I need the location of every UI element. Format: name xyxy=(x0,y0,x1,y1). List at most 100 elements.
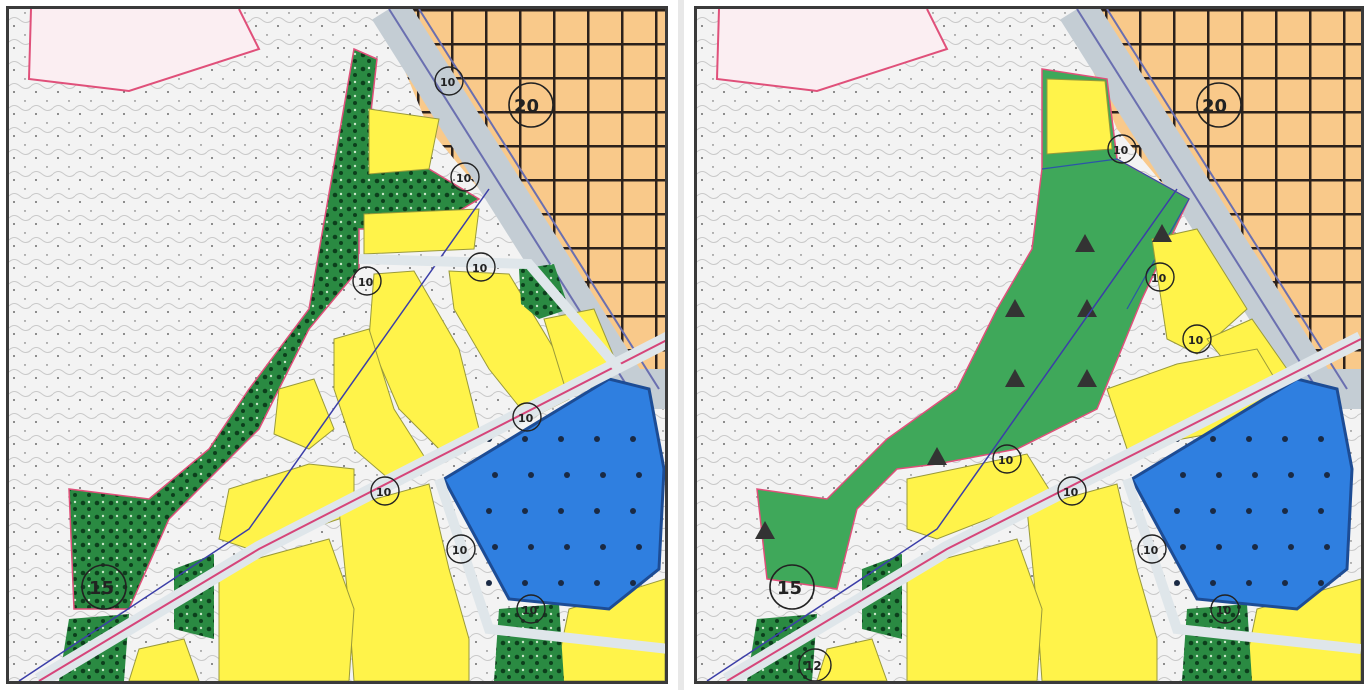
dot-marker-icon xyxy=(564,544,570,550)
svg-text:10: 10 xyxy=(440,76,456,89)
dot-marker-icon xyxy=(528,472,534,478)
dot-marker-icon xyxy=(1216,472,1222,478)
dot-marker-icon xyxy=(1288,544,1294,550)
road-width-label-10e: 10 xyxy=(1057,476,1087,506)
svg-text:10: 10 xyxy=(1188,334,1204,347)
svg-text:10: 10 xyxy=(452,544,468,557)
dot-marker-icon xyxy=(600,472,606,478)
road-width-label-10g: 10 xyxy=(434,66,464,96)
svg-text:10: 10 xyxy=(456,172,472,185)
svg-text:15: 15 xyxy=(89,578,114,599)
triangle-marker-icon xyxy=(1005,369,1025,387)
residential-parcel xyxy=(906,538,1043,681)
local-road xyxy=(1122,477,1361,654)
svg-text:10: 10 xyxy=(1143,544,1159,557)
dot-marker-icon xyxy=(1318,508,1324,514)
dot-marker-icon xyxy=(1252,472,1258,478)
road-width-label-10c: 10 xyxy=(1182,324,1212,354)
dot-marker-icon xyxy=(1318,580,1324,586)
road-width-label-10a: 10 xyxy=(1107,134,1137,164)
svg-text:10: 10 xyxy=(518,412,534,425)
road-width-label-20: 20 xyxy=(1196,82,1242,128)
svg-text:10: 10 xyxy=(1063,486,1079,499)
road-width-label-10c: 10 xyxy=(512,402,542,432)
panel-divider xyxy=(678,0,684,690)
dot-marker-icon xyxy=(558,580,564,586)
dot-marker-icon xyxy=(594,508,600,514)
residential-parcel xyxy=(363,208,480,255)
dot-marker-icon xyxy=(630,508,636,514)
dot-marker-icon xyxy=(1324,544,1330,550)
right-map: 20 15 12 10 10 10 10 10 10 10 xyxy=(697,9,1361,681)
svg-text:10: 10 xyxy=(1216,604,1232,617)
road-width-label-10d: 10 xyxy=(370,476,400,506)
dot-marker-icon xyxy=(1246,508,1252,514)
triangle-marker-icon xyxy=(1077,369,1097,387)
local-road xyxy=(358,254,623,373)
svg-text:20: 20 xyxy=(514,96,539,117)
dot-marker-icon xyxy=(1318,436,1324,442)
triangle-marker-icon xyxy=(1075,234,1095,252)
svg-text:12: 12 xyxy=(805,659,822,673)
residential-parcel xyxy=(816,638,888,681)
dot-marker-icon xyxy=(564,472,570,478)
dot-marker-icon xyxy=(600,544,606,550)
dot-marker-icon xyxy=(486,508,492,514)
dot-marker-icon xyxy=(636,472,642,478)
left-map: 20 15 10 10 10 10 10 10 10 10 xyxy=(9,9,665,681)
svg-text:15: 15 xyxy=(777,578,802,599)
dot-marker-icon xyxy=(1210,580,1216,586)
water-reservoir-zone xyxy=(442,377,665,611)
green-space-area xyxy=(1182,604,1252,681)
dot-marker-icon xyxy=(1246,436,1252,442)
dot-marker-icon xyxy=(558,508,564,514)
road-width-label-10b: 10 xyxy=(352,266,382,296)
dot-marker-icon xyxy=(630,436,636,442)
green-space-area xyxy=(519,264,569,319)
residential-parcel xyxy=(273,378,335,450)
svg-text:10: 10 xyxy=(1113,144,1129,157)
road-width-label-15: 15 xyxy=(81,564,127,610)
parcel-boundary xyxy=(715,9,949,93)
green-space-area xyxy=(494,604,564,681)
svg-text:10: 10 xyxy=(1151,272,1167,285)
highway-edge xyxy=(1076,9,1318,390)
dot-marker-icon xyxy=(558,436,564,442)
dot-marker-icon xyxy=(1174,508,1180,514)
residential-parcel xyxy=(128,638,200,681)
road-width-label-10e: 10 xyxy=(446,534,476,564)
road-width-label-10d: 10 xyxy=(992,444,1022,474)
boundary-line xyxy=(38,339,665,681)
dot-marker-icon xyxy=(492,544,498,550)
triangle-marker-icon xyxy=(1152,224,1172,242)
dot-marker-icon xyxy=(1216,544,1222,550)
dot-marker-icon xyxy=(492,472,498,478)
highway-edge xyxy=(418,9,660,390)
triangle-marker-icon xyxy=(755,521,775,539)
planning-line xyxy=(18,188,490,681)
green-space-area xyxy=(68,47,481,610)
planning-line xyxy=(706,188,1178,681)
dot-marker-icon xyxy=(1180,544,1186,550)
dot-marker-icon xyxy=(486,580,492,586)
dot-marker-icon xyxy=(528,544,534,550)
dot-marker-icon xyxy=(522,436,528,442)
dot-marker-icon xyxy=(1210,436,1216,442)
dot-marker-icon xyxy=(1252,544,1258,550)
triangle-marker-icon xyxy=(1005,299,1025,317)
boundary-line xyxy=(726,338,1361,681)
svg-text:10: 10 xyxy=(472,262,488,275)
dot-marker-icon xyxy=(1174,580,1180,586)
svg-text:10: 10 xyxy=(358,276,374,289)
residential-parcel xyxy=(1046,78,1113,155)
dot-marker-icon xyxy=(1282,580,1288,586)
triangle-marker-icon xyxy=(1077,299,1097,317)
left-map-panel: 20 15 10 10 10 10 10 10 10 10 xyxy=(6,6,668,684)
dot-marker-icon-group xyxy=(1174,436,1330,586)
road-width-label-15: 15 xyxy=(769,564,815,610)
road-width-label-10f: 10 xyxy=(1137,534,1167,564)
road-width-label-10h: 10 xyxy=(450,162,480,192)
residential-parcel xyxy=(1151,228,1248,355)
dot-marker-icon xyxy=(1282,436,1288,442)
highway-edge xyxy=(1106,9,1348,390)
